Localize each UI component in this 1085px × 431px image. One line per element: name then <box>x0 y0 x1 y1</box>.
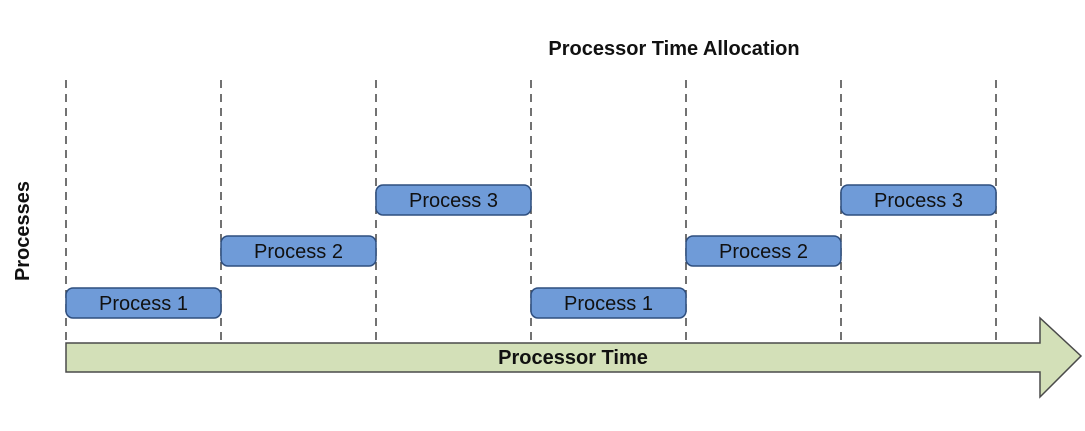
process-block-box <box>375 184 532 216</box>
process-block-box <box>530 287 687 319</box>
process-block-label: Process 3 <box>874 190 963 212</box>
process-blocks: Process 1 Process 2 Process 3 Process 1 Proc… <box>65 184 997 319</box>
process-block-box <box>65 287 222 319</box>
processor-time-arrow-shape <box>65 316 1083 399</box>
processor-time-arrow: Processor Time <box>65 316 1083 399</box>
process-block-box <box>840 184 997 216</box>
process-block: Process 1 <box>530 287 687 319</box>
process-block: Process 1 <box>65 287 222 319</box>
process-block-label: Process 1 <box>99 293 188 315</box>
process-block-label: Process 2 <box>719 241 808 263</box>
process-block: Process 2 <box>685 235 842 267</box>
process-block-label: Process 1 <box>564 293 653 315</box>
diagram-title: Processor Time Allocation <box>548 38 799 60</box>
process-block: Process 3 <box>375 184 532 216</box>
process-block-box <box>220 235 377 267</box>
process-block-box <box>685 235 842 267</box>
process-block-label: Process 2 <box>254 241 343 263</box>
time-slice-guides <box>65 80 997 343</box>
y-axis-label: Processes <box>12 181 34 281</box>
processor-time-label: Processor Time <box>498 347 648 369</box>
process-block: Process 2 <box>220 235 377 267</box>
process-block-label: Process 3 <box>409 190 498 212</box>
process-block: Process 3 <box>840 184 997 216</box>
